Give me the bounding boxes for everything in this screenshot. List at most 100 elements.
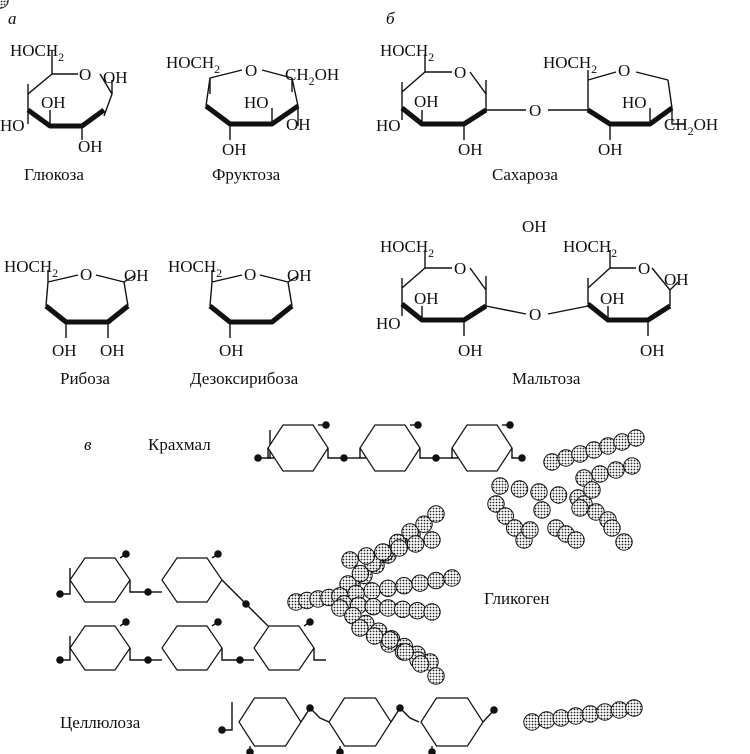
glycogen-beads-br4-bead-6 <box>411 574 429 592</box>
glycogen-beads-br8-bead-2 <box>396 643 415 661</box>
glycogen-bot-ring-2 <box>161 625 223 671</box>
glycogen-beads-br5-bead-3 <box>364 597 383 616</box>
panel-label-v: в <box>84 435 92 454</box>
fructose-ch2oh: CH2OH <box>285 65 339 88</box>
starch-link-1 <box>327 448 344 459</box>
sucrose-oh-bottom-left: OH <box>458 140 483 159</box>
cellulose-beads-bead-3 <box>552 709 570 727</box>
glycogen-name: Гликоген <box>484 589 549 608</box>
glycogen-beads-br4-bead-8 <box>443 569 461 587</box>
glycogen-beads-br2-bead-2 <box>351 564 370 583</box>
maltose-structure: OH HOCH2 O OH HO OH O HOCH2 O OH OH OH М… <box>376 217 689 388</box>
glycogen-bot-ring-dot-2 <box>214 618 222 626</box>
starch-ring-dot-3 <box>506 421 514 429</box>
maltose-bridge-o: O <box>529 305 541 324</box>
ribose-name: Рибоза <box>60 369 110 388</box>
cellulose-name: Целлюлоза <box>60 713 141 732</box>
starch-ring-3 <box>451 424 513 472</box>
fructose-oh-right: OH <box>286 115 311 134</box>
starch-ring-dot-1 <box>322 421 330 429</box>
ribose-ring-o: O <box>80 265 92 284</box>
maltose-hoch2-left: HOCH2 <box>380 237 434 260</box>
cellulose-link-1 <box>300 706 330 723</box>
starch-beads-3-bead-10 <box>615 533 633 551</box>
starch-beads-3-bead-9 <box>603 519 621 537</box>
glycogen-bot-link-1 <box>129 648 148 661</box>
starch-beads-2 <box>0 0 641 487</box>
fructose-oh-bottom: OH <box>222 140 247 159</box>
starch-ring-dot-2 <box>414 421 422 429</box>
glucose-hoch2: HOCH2 <box>10 41 64 64</box>
sucrose-oh-left: OH <box>414 92 439 111</box>
starch-beads-5-bead-5 <box>583 481 601 499</box>
starch-end-dot-left <box>254 454 262 462</box>
glucose-oh-2: OH <box>41 93 66 112</box>
panel-label-b: б <box>386 9 395 28</box>
sucrose-ring-o-left: O <box>454 63 466 82</box>
glycogen-bot-ring-dot-3 <box>306 618 314 626</box>
sucrose-name: Сахароза <box>492 165 558 184</box>
starch-beads-3-bead-4 <box>549 486 568 504</box>
starch-end-dot-right <box>518 454 526 462</box>
cellulose-ring-2 <box>328 697 392 747</box>
cellulose-chain <box>218 697 498 754</box>
ribose-oh-3: OH <box>100 341 125 360</box>
glycogen-beads-br3-bead-2 <box>357 547 376 565</box>
glycogen-beads-br4-bead-7 <box>427 571 445 590</box>
sucrose-hoch2-right: HOCH2 <box>543 53 597 76</box>
glycogen-beads-br6-bead-1 <box>331 599 349 617</box>
maltose-ring-o-right: O <box>638 259 650 278</box>
cellulose-link-dot-1 <box>306 704 314 712</box>
cellulose-end-dot-right <box>490 706 498 714</box>
glycogen-beads-br1-bead-8 <box>415 515 433 533</box>
deoxyribose-oh-2: OH <box>219 341 244 360</box>
starch-name: Крахмал <box>148 435 211 454</box>
starch-beads-1 <box>543 429 645 471</box>
ribose-oh-1: OH <box>124 266 149 285</box>
glycogen-beads-br3-bead-1 <box>341 551 359 569</box>
starch-ring-foot-left-3 <box>451 448 458 459</box>
starch-beads-4-bead-6 <box>533 501 551 519</box>
maltose-oh-left: OH <box>414 289 439 308</box>
cellulose-ring-dot-2 <box>336 748 344 754</box>
starch-beads-2-bead-2 <box>591 465 609 483</box>
starch-link-2 <box>419 448 436 459</box>
sucrose-hoch2-left: HOCH2 <box>380 41 434 64</box>
cellulose-link-2 <box>390 706 420 723</box>
maltose-name: Мальтоза <box>512 369 581 388</box>
maltose-oh-right: OH <box>664 270 689 289</box>
starch-beads-2-bead-5 <box>0 0 9 9</box>
fructose-ring-o: O <box>245 61 257 80</box>
deoxyribose-hoch2: HOCH2 <box>168 257 222 280</box>
glycogen-bot-ring-dot-1 <box>122 618 130 626</box>
starch-beads-4-bead-1 <box>487 495 505 513</box>
glycogen-beads-br3-bead-4 <box>390 539 408 557</box>
glucose-structure: HOCH2 O OH OH HO OH Глюкоза <box>0 41 128 184</box>
maltose-oh-top: OH <box>522 217 547 236</box>
starch-beads-3-bead-3 <box>530 483 548 501</box>
starch-beads-5 <box>547 481 601 549</box>
cellulose-ring-3 <box>420 697 484 747</box>
glucose-ring-o: O <box>79 65 91 84</box>
maltose-oh-bottom-right: OH <box>640 341 665 360</box>
deoxyribose-oh-1: OH <box>287 266 312 285</box>
glucose-oh-3: OH <box>78 137 103 156</box>
sucrose-structure: HOCH2 O OH HO OH O HOCH2 O HO OH CH2OH С… <box>376 41 718 184</box>
glycogen-beads-br5-bead-4 <box>379 599 397 617</box>
fructose-structure: HOCH2 O CH2OH HO OH OH Фруктоза <box>166 53 339 184</box>
cellulose-beads-bead-6 <box>596 703 614 721</box>
glucose-oh-1: OH <box>103 68 128 87</box>
cellulose-ring-dot-3 <box>428 748 436 754</box>
glycogen-bot-end-dot <box>56 656 64 664</box>
cellulose-ring-dot-1 <box>246 748 254 754</box>
deoxyribose-structure: HOCH2 O OH OH Дезоксирибоза <box>168 257 312 388</box>
ribose-structure: HOCH2 O OH OH OH Рибоза <box>4 257 149 388</box>
glycogen-chain <box>56 550 326 671</box>
sucrose-bridge-o: O <box>529 101 541 120</box>
glycogen-bot-ring-3 <box>253 625 315 671</box>
glycogen-beads-br4-bead-3 <box>363 582 381 600</box>
glycogen-bot-link-2 <box>221 648 240 661</box>
glycogen-top-end-dot <box>56 590 64 598</box>
sucrose-ring-o-right: O <box>618 61 630 80</box>
